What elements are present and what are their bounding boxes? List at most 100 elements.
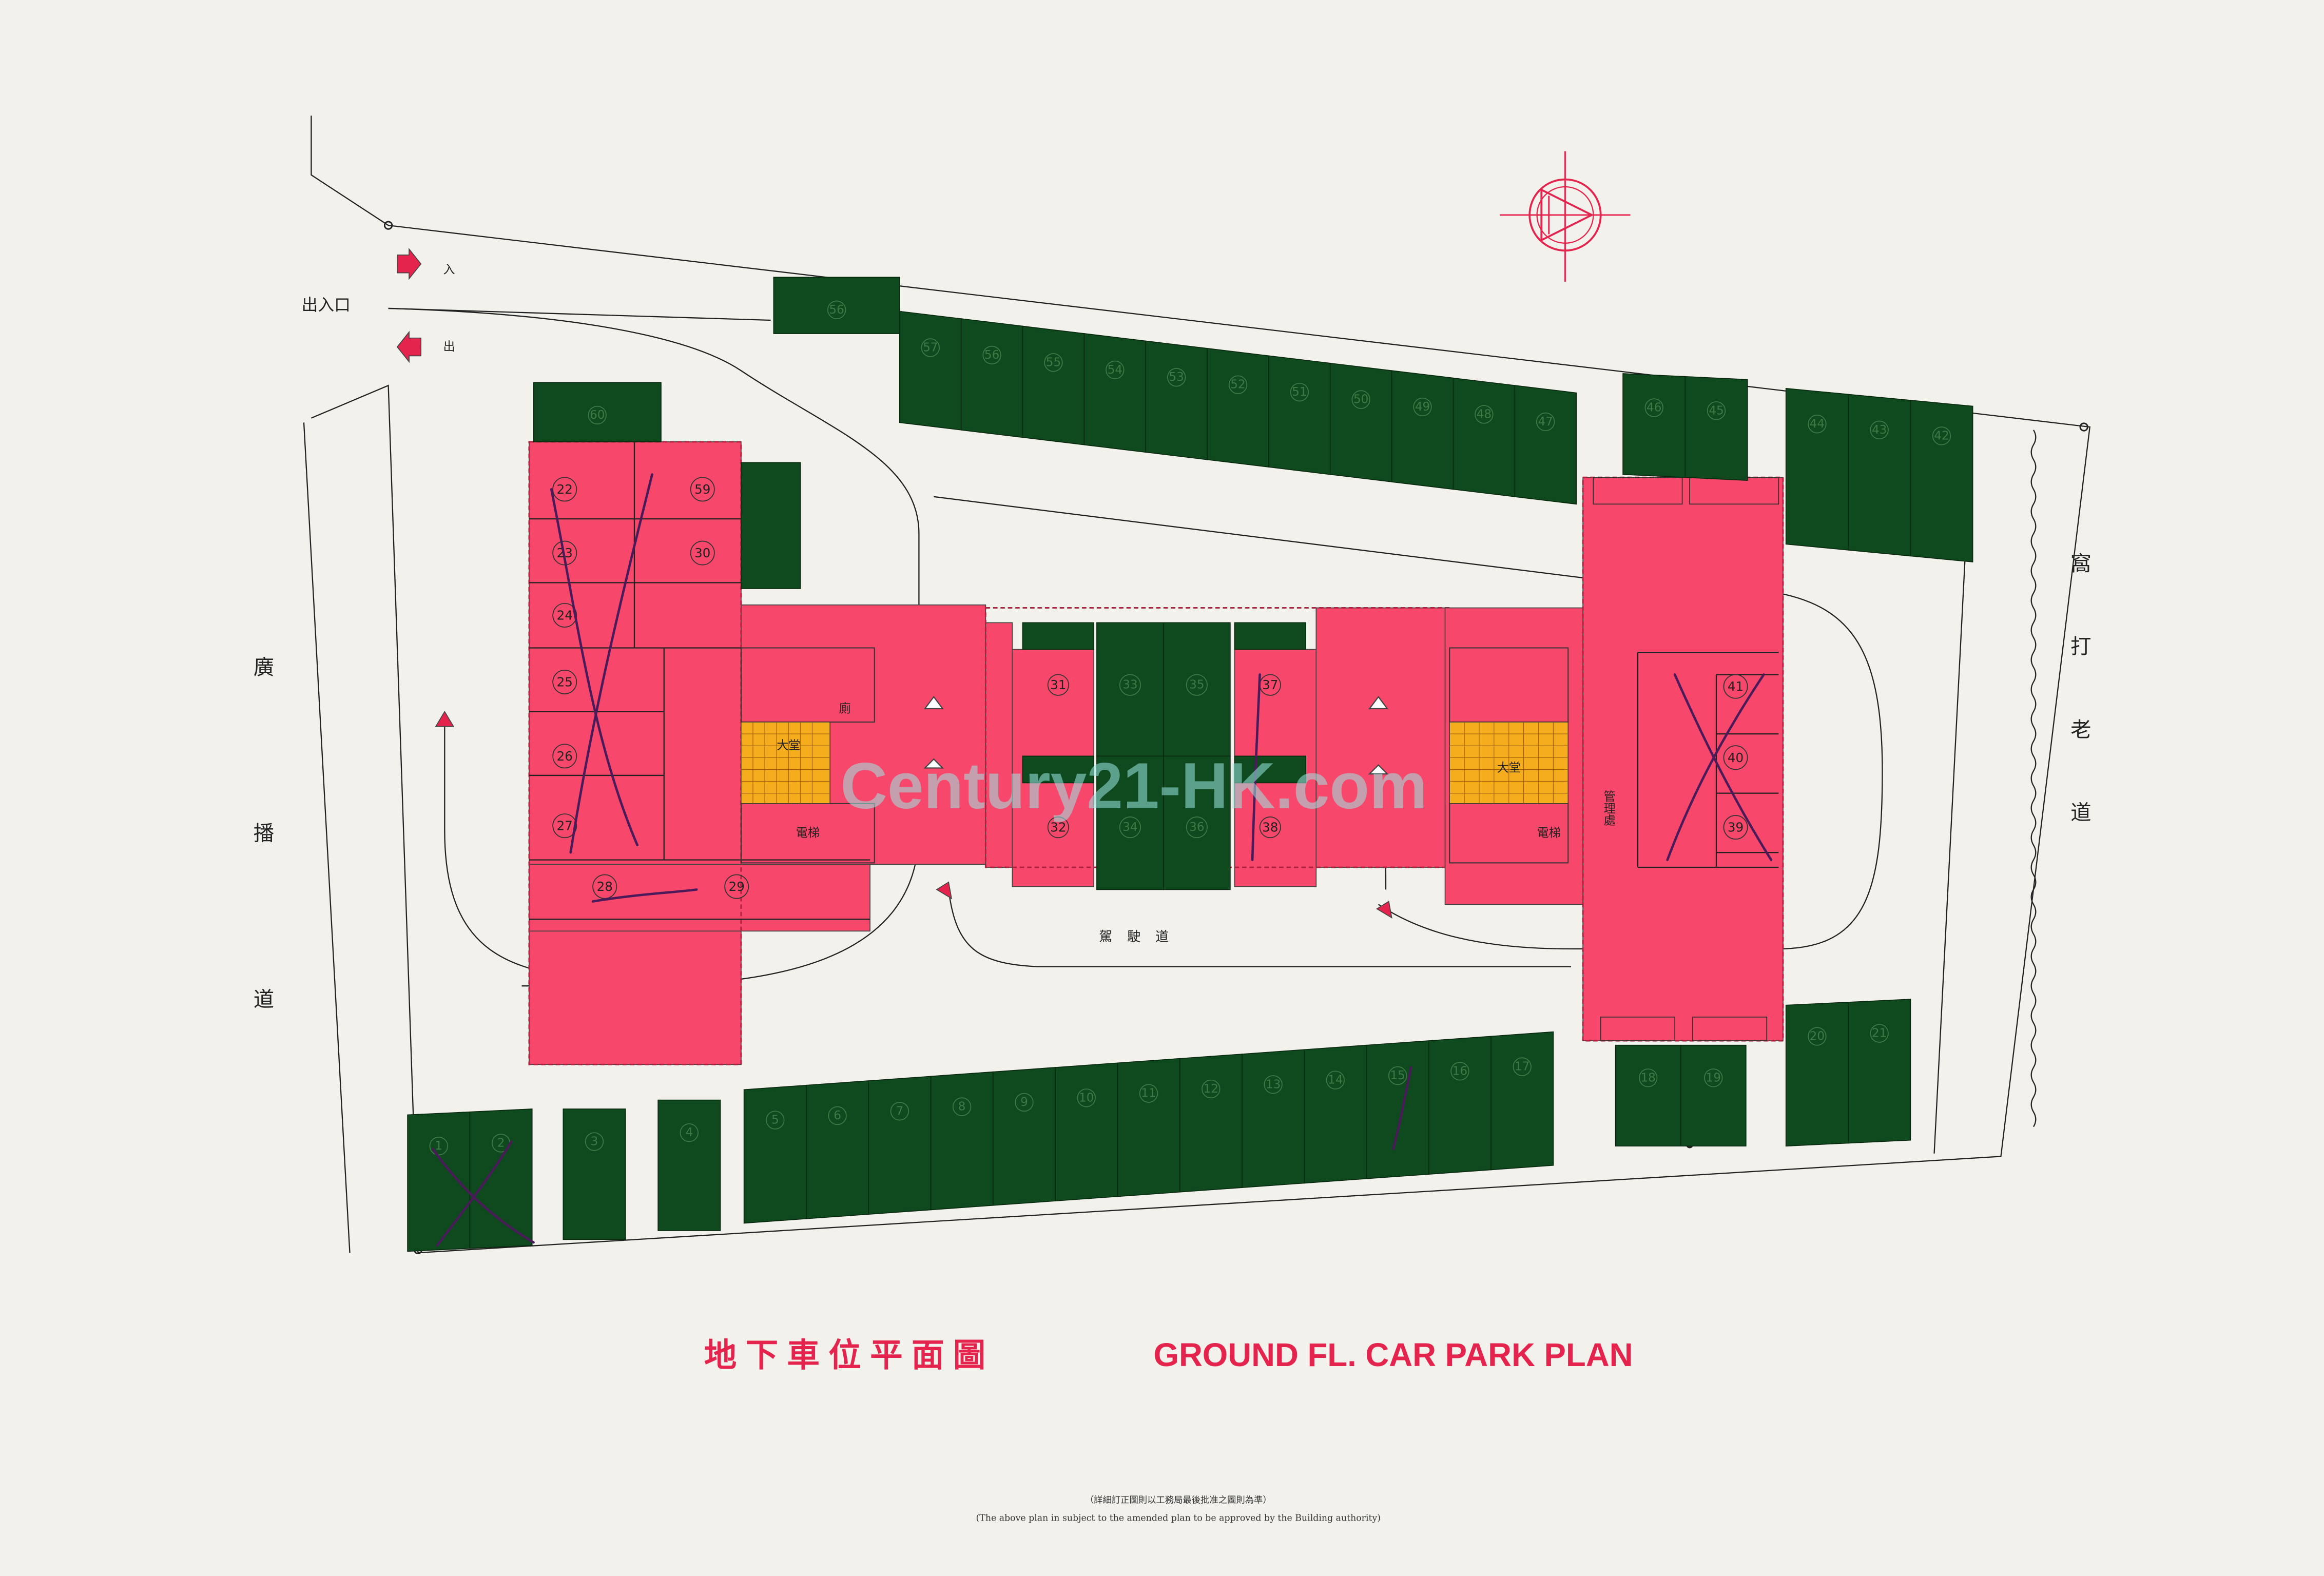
parking-number: 11 <box>1141 1087 1156 1100</box>
title-chinese: 地下車位平面圖 <box>704 1336 995 1374</box>
parking-number: 30 <box>694 546 710 560</box>
parking-space-5: 5 <box>743 1084 807 1224</box>
parking-number: 18 <box>1640 1071 1655 1084</box>
parking-space-8: 8 <box>930 1071 994 1211</box>
parking-number: 3 <box>591 1135 598 1149</box>
parking-space-29: 29 <box>724 874 749 899</box>
parking-number: 45 <box>1709 404 1723 417</box>
parking-space-43: 43 <box>1848 394 1911 557</box>
parking-number: 49 <box>1415 400 1430 414</box>
cross-out-marks <box>431 473 1773 1247</box>
parking-number: 55 <box>1046 356 1061 369</box>
parking-space-52: 52 <box>1207 347 1269 468</box>
parking-number: 17 <box>1515 1060 1529 1074</box>
arrow-left-icon <box>936 881 953 900</box>
parking-space-4: 4 <box>657 1099 721 1231</box>
parking-space-48: 48 <box>1452 377 1516 497</box>
parking-space-49: 49 <box>1391 370 1454 490</box>
parking-space-20: 20 <box>1785 1002 1849 1147</box>
exit-arrow-icon <box>396 330 421 363</box>
parking-number: 4 <box>685 1126 693 1139</box>
parking-number: 12 <box>1204 1082 1218 1096</box>
parking-space-39: 39 <box>1723 815 1748 840</box>
parking-number: 21 <box>1872 1027 1887 1040</box>
parking-space-56: 56 <box>773 277 900 334</box>
road-name-right: 窩打老道 <box>2070 551 2091 825</box>
parking-space-34: 34 <box>1096 755 1164 890</box>
parking-space-6: 6 <box>806 1080 869 1219</box>
right-lobby <box>1449 722 1568 804</box>
parking-space-46: 46 <box>1622 373 1686 478</box>
parking-number: 2 <box>497 1136 505 1150</box>
triangle-marker-icon <box>1368 764 1389 775</box>
parking-number: 33 <box>1122 678 1137 692</box>
parking-space-9: 9 <box>992 1067 1056 1206</box>
parking-space-41: 41 <box>1723 674 1748 699</box>
parking-number: 25 <box>557 674 573 689</box>
parking-space-47: 47 <box>1514 385 1577 505</box>
parking-number: 1 <box>435 1139 442 1153</box>
left-lobby <box>741 722 830 804</box>
flow-arrows <box>435 695 1392 919</box>
parking-space-2: 2 <box>469 1108 533 1249</box>
parking-number: 16 <box>1452 1064 1467 1078</box>
parking-space-37: 37 <box>1234 622 1306 696</box>
parking-number: 39 <box>1728 820 1744 835</box>
arrow-up-icon <box>435 711 455 727</box>
management-office-label: 管理處 <box>1601 790 1616 826</box>
entrance-markers <box>396 247 422 363</box>
parking-space-56: 56 <box>960 318 1023 438</box>
parking-space-44: 44 <box>1785 387 1849 551</box>
parking-number: 35 <box>1189 678 1204 692</box>
parking-number: 51 <box>1292 385 1307 399</box>
parking-number: 15 <box>1390 1069 1405 1082</box>
parking-number: 52 <box>1230 378 1245 392</box>
parking-space-1: 1 <box>407 1111 471 1252</box>
entry-arrow-icon <box>397 247 422 280</box>
parking-space-12: 12 <box>1179 1054 1243 1193</box>
parking-number: 24 <box>557 608 573 622</box>
parking-space-18: 18 <box>1615 1044 1681 1147</box>
parking-space-21: 21 <box>1848 999 1911 1144</box>
parking-space-31: 31 <box>1022 622 1095 696</box>
left-lift-label: 電梯 <box>796 827 820 840</box>
parking-number: 56 <box>829 303 844 317</box>
parking-space-extra <box>741 462 801 589</box>
parking-space-27: 27 <box>552 813 577 839</box>
parking-space-40: 40 <box>1723 745 1748 770</box>
parking-number: 50 <box>1353 393 1368 406</box>
parking-space-51: 51 <box>1268 355 1331 475</box>
parking-space-13: 13 <box>1242 1049 1305 1189</box>
svg-text:窩打老道: 窩打老道 <box>2070 551 2091 825</box>
parking-number: 13 <box>1266 1078 1281 1091</box>
triangle-marker-icon <box>923 695 944 710</box>
parking-space-26: 26 <box>552 744 577 769</box>
parking-space-54: 54 <box>1083 333 1147 453</box>
parking-space-11: 11 <box>1117 1058 1180 1197</box>
parking-number: 14 <box>1328 1074 1343 1087</box>
triangle-marker-icon <box>1368 695 1389 710</box>
parking-number: 28 <box>597 879 613 894</box>
parking-number: 26 <box>557 749 573 764</box>
parking-space-55: 55 <box>1022 325 1085 445</box>
parking-number: 47 <box>1538 415 1553 429</box>
compass-icon <box>1500 151 1631 282</box>
footnote-english: (The above plan in subject to the amende… <box>976 1513 1381 1523</box>
hedge-line <box>2030 430 2037 1127</box>
parking-space-22: 22 <box>552 477 577 502</box>
driveway-paths <box>388 307 1883 987</box>
title-english: GROUND FL. CAR PARK PLAN <box>1154 1337 1633 1373</box>
parking-number: 31 <box>1050 677 1066 692</box>
parking-space-7: 7 <box>868 1076 932 1215</box>
watermark: Century21-HK.com <box>840 749 1427 822</box>
parking-number: 27 <box>557 819 573 833</box>
parking-space-36: 36 <box>1163 755 1231 890</box>
parking-space-15: 15 <box>1366 1040 1429 1179</box>
parking-space-25: 25 <box>552 669 577 694</box>
parking-number: 9 <box>1020 1096 1028 1109</box>
entry-label: 入 <box>443 263 455 277</box>
parking-space-28: 28 <box>592 874 617 899</box>
parking-number: 29 <box>729 879 745 894</box>
parking-number: 7 <box>896 1104 904 1118</box>
